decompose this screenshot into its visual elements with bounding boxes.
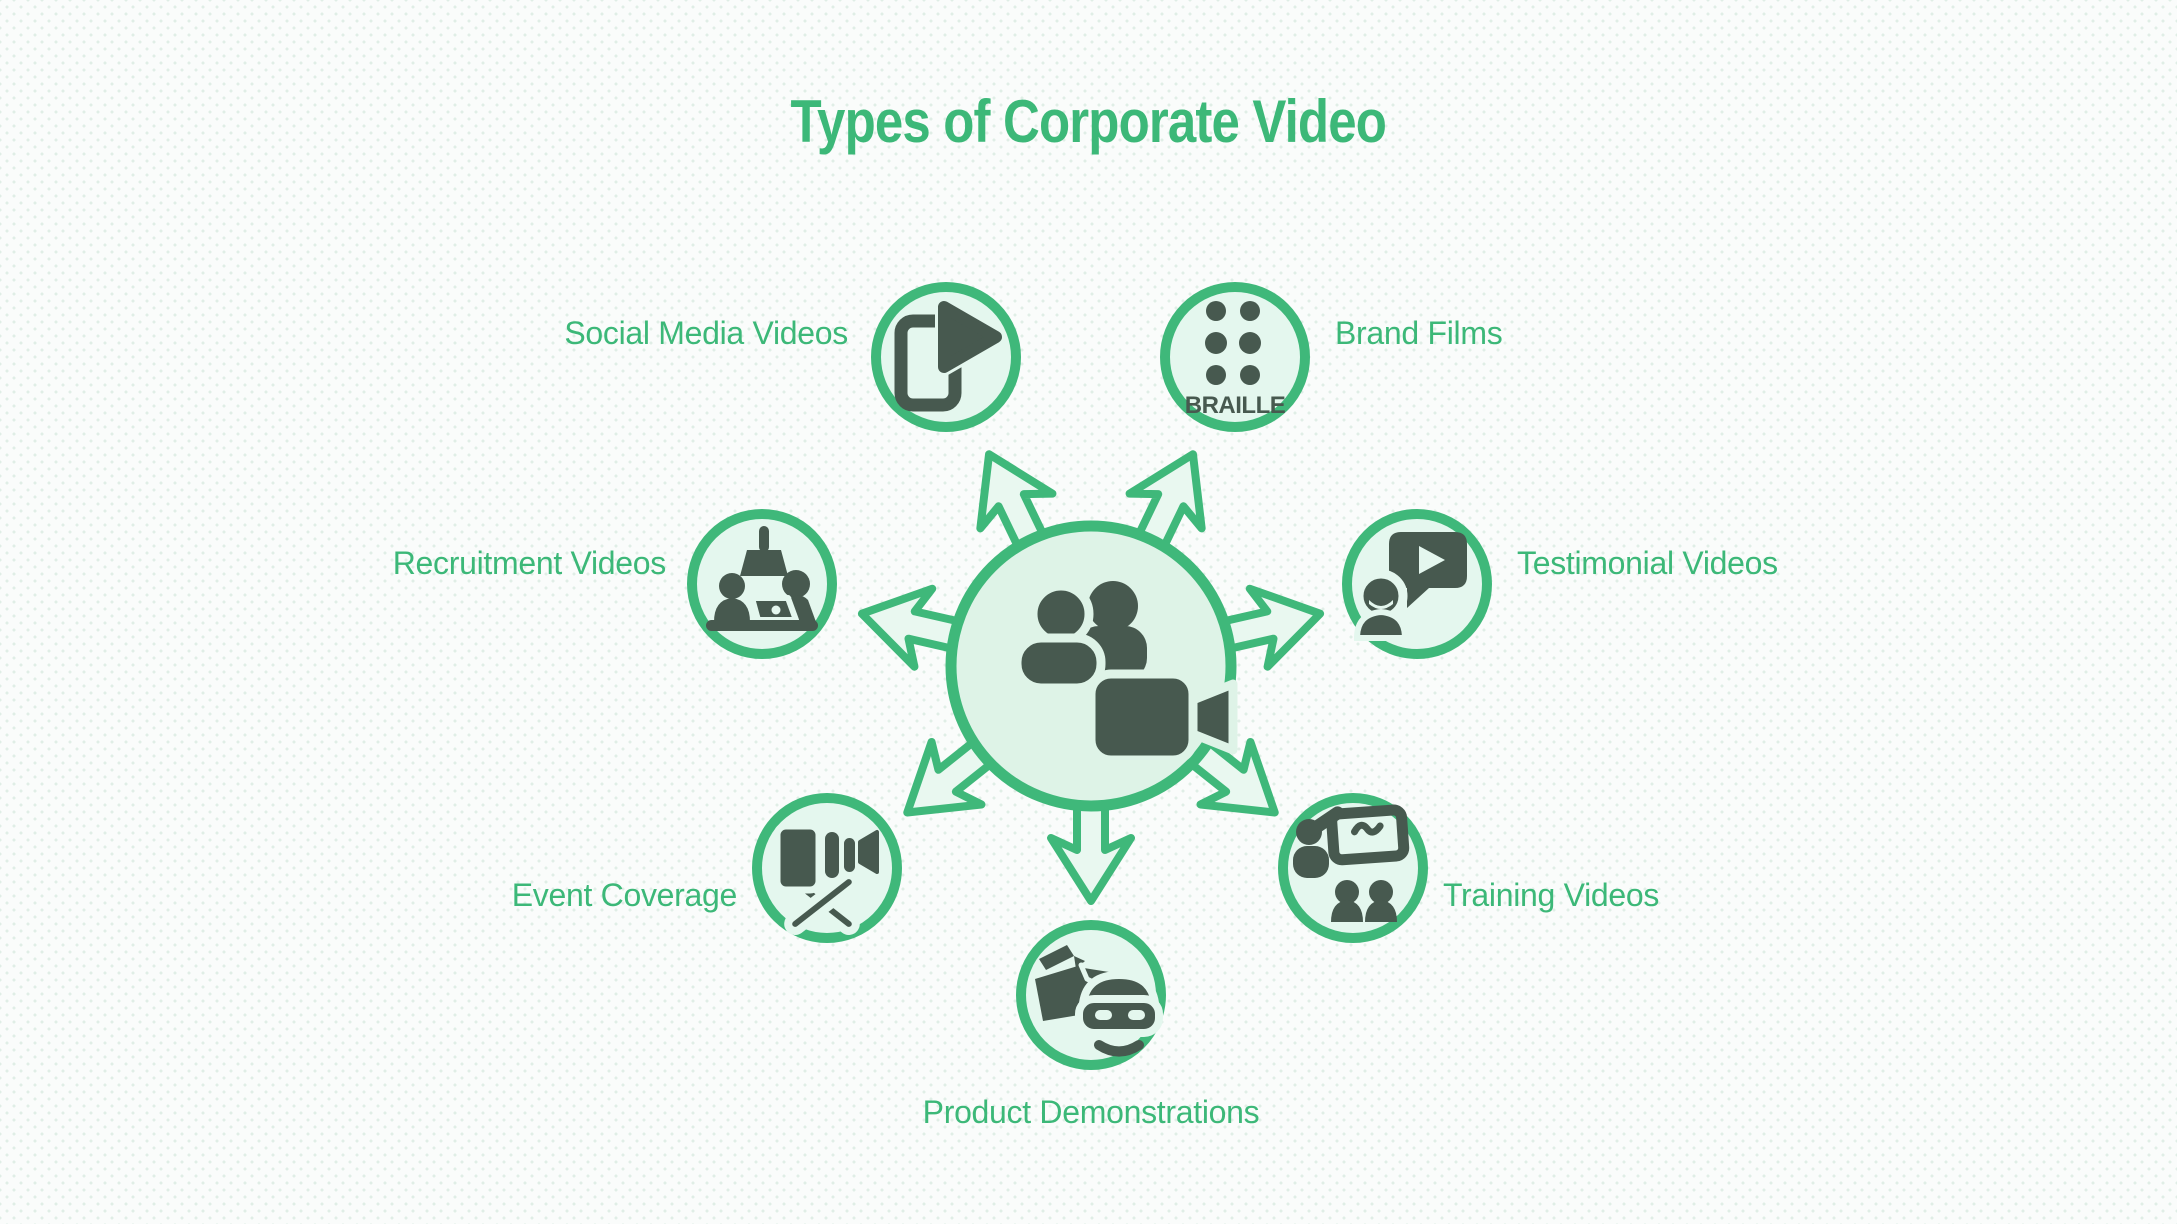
central-hub xyxy=(771,346,1411,986)
label-testimonial-videos: Testimonial Videos xyxy=(1517,545,1778,581)
node-testimonial-videos xyxy=(1342,509,1492,659)
braille-dots-icon: BRAILLE xyxy=(1185,301,1286,419)
node-social-media-videos xyxy=(871,282,1021,432)
vr-headset-demo-icon xyxy=(1035,945,1163,1057)
label-training-videos: Training Videos xyxy=(1443,877,1660,913)
node-product-demonstrations xyxy=(1016,920,1166,1070)
label-event-coverage: Event Coverage xyxy=(511,877,738,913)
presenter-whiteboard-icon xyxy=(1293,804,1410,922)
people-video-camera-icon xyxy=(1012,581,1238,765)
braille-label: BRAILLE xyxy=(1185,392,1286,419)
label-brand-films: Brand Films xyxy=(1335,315,1503,351)
node-training-videos xyxy=(1278,793,1428,943)
smartphone-play-icon xyxy=(894,298,1005,412)
node-event-coverage xyxy=(752,793,902,943)
node-recruitment-videos xyxy=(687,509,837,659)
label-social-media-videos: Social Media Videos xyxy=(564,315,848,351)
label-recruitment-videos: Recruitment Videos xyxy=(392,545,667,581)
node-brand-films: BRAILLE xyxy=(1160,282,1310,432)
page-title: Types of Corporate Video xyxy=(790,88,1387,155)
person-video-message-icon xyxy=(1353,532,1467,641)
node-circle xyxy=(1160,282,1310,432)
interview-desk-icon xyxy=(706,526,818,631)
video-camera-tripod-icon xyxy=(773,822,879,935)
label-product-demonstrations: Product Demonstrations xyxy=(922,1094,1260,1130)
